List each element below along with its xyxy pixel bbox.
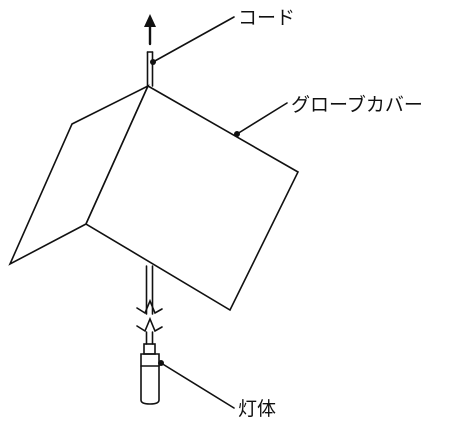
callout-globe-cover (234, 102, 288, 137)
callout-cord (150, 16, 235, 65)
lamp-body (140, 343, 160, 405)
cord-upper (146, 51, 154, 87)
cord-label: コード (238, 7, 296, 29)
cord-lower (136, 265, 163, 345)
callout-lamp-body (158, 360, 235, 409)
up-arrow-icon (144, 14, 156, 46)
globe-cover-right-panel (84, 84, 300, 312)
globe-cover-label: グローブカバー (291, 94, 423, 116)
lamp-body-label: 灯体 (238, 398, 277, 420)
